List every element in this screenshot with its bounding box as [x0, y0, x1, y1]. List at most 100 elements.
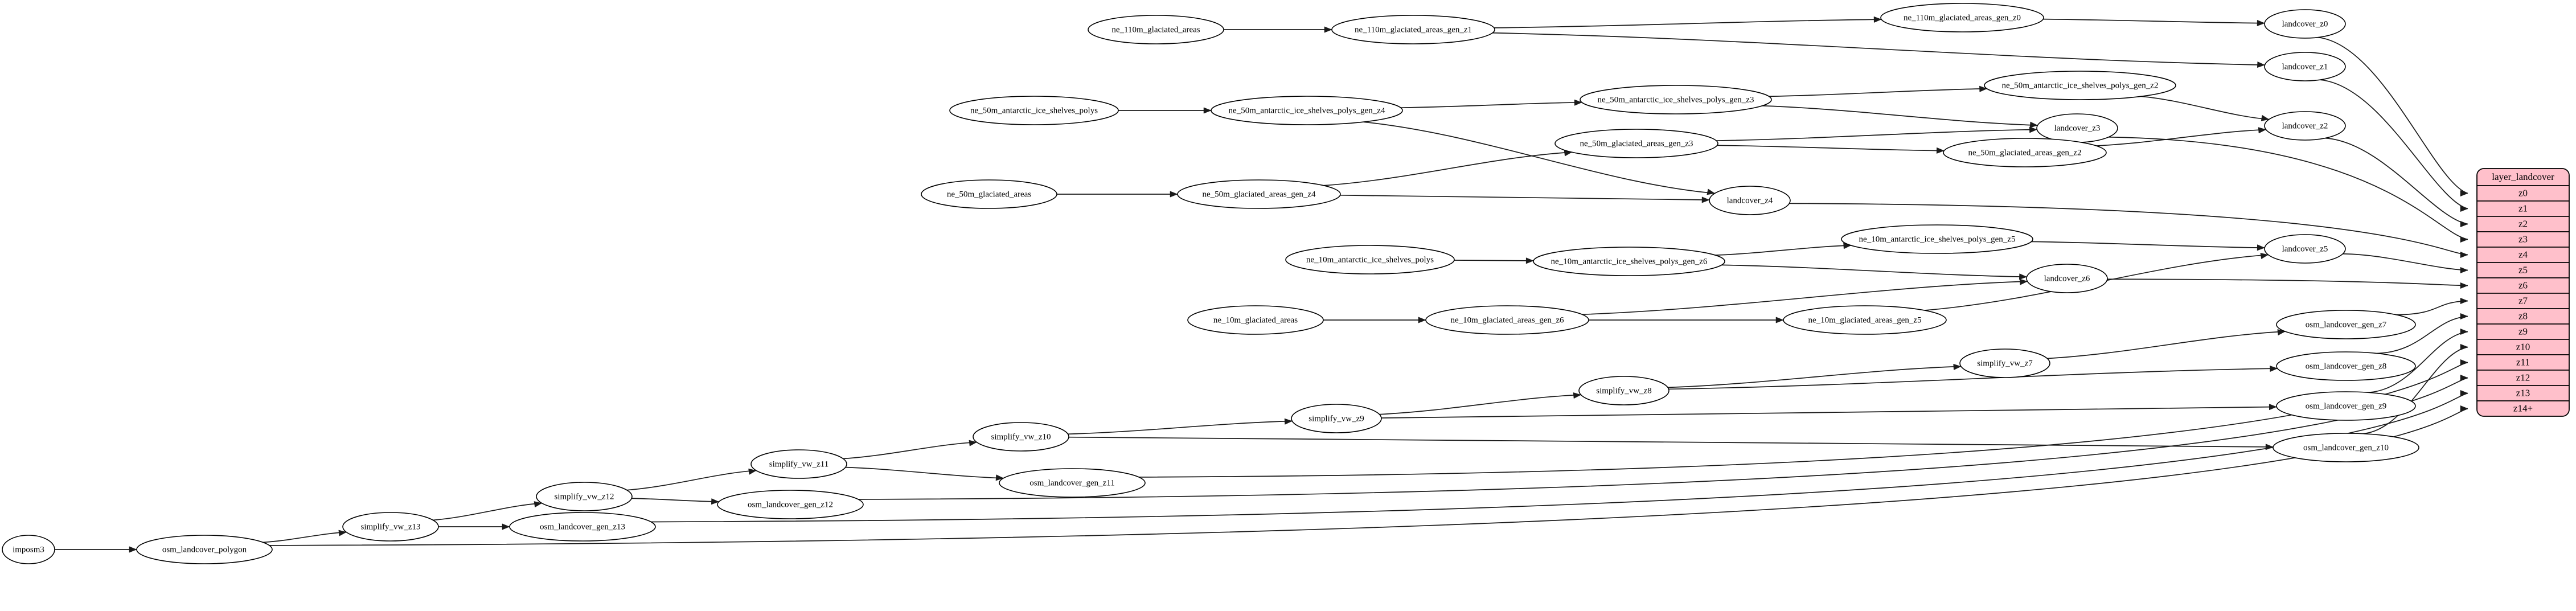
node-shape-landcover_z2 [2264, 111, 2346, 141]
edge-ne_10m_glaciated_areas_gen_z6-to-ne_10m_glaciated_areas_gen_z5 [1589, 317, 1784, 323]
node-ne_50m_antarctic_ice_shelves_polys_gen_z2[interactable]: ne_50m_antarctic_ice_shelves_polys_gen_z… [1984, 71, 2176, 100]
edge-arrowhead [1284, 418, 1293, 425]
node-label-ne_110m_glaciated_areas_gen_z1: ne_110m_glaciated_areas_gen_z1 [1355, 25, 1472, 34]
node-ne_110m_glaciated_areas[interactable]: ne_110m_glaciated_areas [1088, 15, 1224, 44]
node-simplify_vw_z9[interactable]: simplify_vw_z9 [1291, 404, 1382, 433]
edge-osm_landcover_gen_z8-to-layer_landcover-z8 [2377, 313, 2468, 354]
node-osm_landcover_gen_z10[interactable]: osm_landcover_gen_z10 [2273, 433, 2419, 462]
node-simplify_vw_z8[interactable]: simplify_vw_z8 [1578, 376, 1670, 405]
edge-ne_110m_glaciated_areas_gen_z0-to-landcover_z0 [2043, 18, 2265, 27]
edge-line [1340, 194, 1710, 200]
edge-line [1715, 245, 1851, 256]
node-shape-ne_110m_glaciated_areas [1088, 15, 1224, 44]
edge-ne_10m_antarctic_ice_shelves_polys_gen_z5-to-landcover_z5 [2031, 241, 2265, 251]
edge-ne_50m_glaciated_areas_gen_z4-to-ne_50m_glaciated_areas_gen_z3 [1323, 150, 1573, 186]
node-ne_10m_antarctic_ice_shelves_polys[interactable]: ne_10m_antarctic_ice_shelves_polys [1285, 245, 1455, 274]
layer-table-header-cell [2477, 169, 2569, 186]
node-osm_landcover_gen_z13[interactable]: osm_landcover_gen_z13 [509, 512, 656, 542]
node-ne_50m_glaciated_areas_gen_z2[interactable]: ne_50m_glaciated_areas_gen_z2 [1943, 138, 2107, 167]
node-simplify_vw_z7[interactable]: simplify_vw_z7 [1959, 348, 2050, 378]
layer-table-row-z12[interactable] [2477, 370, 2569, 386]
node-landcover_z2[interactable]: landcover_z2 [2264, 111, 2346, 141]
node-label-ne_10m_glaciated_areas_gen_z6: ne_10m_glaciated_areas_gen_z6 [1450, 315, 1564, 325]
node-label-ne_50m_glaciated_areas_gen_z3: ne_50m_glaciated_areas_gen_z3 [1580, 139, 1693, 148]
node-landcover_z6[interactable]: landcover_z6 [2026, 264, 2108, 293]
node-simplify_vw_z12[interactable]: simplify_vw_z12 [536, 482, 633, 511]
edge-arrowhead [2019, 278, 2028, 285]
node-shape-osm_landcover_gen_z9 [2276, 391, 2416, 421]
node-ne_10m_glaciated_areas_gen_z6[interactable]: ne_10m_glaciated_areas_gen_z6 [1425, 305, 1589, 335]
edge-line [2396, 300, 2468, 315]
node-label-ne_10m_antarctic_ice_shelves_polys_gen_z6: ne_10m_antarctic_ice_shelves_polys_gen_z… [1551, 257, 1708, 266]
edge-line [1494, 19, 1882, 28]
layer-table-row-z14plus[interactable] [2477, 400, 2569, 416]
edge-line [2320, 79, 2468, 210]
node-osm_landcover_gen_z8[interactable]: osm_landcover_gen_z8 [2276, 351, 2416, 381]
node-simplify_vw_z11[interactable]: simplify_vw_z11 [750, 449, 847, 479]
edge-line [2109, 136, 2468, 240]
edge-imposm3-to-osm_landcover_polygon [55, 546, 137, 553]
node-shape-osm_landcover_gen_z7 [2276, 310, 2416, 339]
node-shape-simplify_vw_z13 [342, 512, 439, 542]
layer-table-row-z8[interactable] [2477, 308, 2569, 325]
edge-landcover_z3-to-layer_landcover-z3 [2109, 136, 2468, 243]
node-ne_110m_glaciated_areas_gen_z0[interactable]: ne_110m_glaciated_areas_gen_z0 [1880, 3, 2044, 32]
edge-line [1454, 260, 1534, 261]
node-ne_110m_glaciated_areas_gen_z1[interactable]: ne_110m_glaciated_areas_gen_z1 [1331, 15, 1495, 44]
node-osm_landcover_gen_z11[interactable]: osm_landcover_gen_z11 [999, 468, 1146, 498]
edge-arrowhead [2257, 61, 2266, 68]
edge-line [1400, 101, 1582, 109]
edge-line [1323, 151, 1572, 186]
node-label-osm_landcover_gen_z11: osm_landcover_gen_z11 [1029, 478, 1114, 487]
node-ne_50m_antarctic_ice_shelves_polys_gen_z3[interactable]: ne_50m_antarctic_ice_shelves_polys_gen_z… [1580, 85, 1772, 114]
layer-table-row-z2[interactable] [2477, 216, 2569, 232]
node-shape-ne_110m_glaciated_areas_gen_z0 [1880, 3, 2044, 32]
edge-arrowhead [1418, 317, 1426, 323]
node-osm_landcover_gen_z7[interactable]: osm_landcover_gen_z7 [2276, 310, 2416, 339]
layer-table-row-z1[interactable] [2477, 200, 2569, 217]
layer-table-row-label-z8: z8 [2518, 310, 2528, 321]
node-landcover_z3[interactable]: landcover_z3 [2036, 113, 2118, 143]
node-landcover_z4[interactable]: landcover_z4 [1709, 186, 1791, 215]
node-ne_10m_glaciated_areas[interactable]: ne_10m_glaciated_areas [1187, 305, 1324, 335]
layer-table-row-z13[interactable] [2477, 385, 2569, 401]
node-imposm3[interactable]: imposm3 [2, 535, 55, 564]
node-landcover_z0[interactable]: landcover_z0 [2264, 9, 2346, 39]
node-label-osm_landcover_gen_z8: osm_landcover_gen_z8 [2306, 362, 2386, 371]
edge-arrowhead [2029, 126, 2038, 133]
node-shape-osm_landcover_gen_z11 [999, 468, 1146, 498]
node-osm_landcover_gen_z9[interactable]: osm_landcover_gen_z9 [2276, 391, 2416, 421]
node-ne_10m_antarctic_ice_shelves_polys_gen_z5[interactable]: ne_10m_antarctic_ice_shelves_polys_gen_z… [1841, 224, 2033, 254]
node-shape-landcover_z1 [2264, 52, 2346, 81]
node-simplify_vw_z10[interactable]: simplify_vw_z10 [973, 422, 1069, 452]
edge-arrowhead [2460, 374, 2468, 382]
node-shape-ne_50m_antarctic_ice_shelves_polys_gen_z3 [1580, 85, 1772, 114]
edge-arrowhead [2270, 365, 2278, 372]
node-osm_landcover_gen_z12[interactable]: osm_landcover_gen_z12 [717, 490, 864, 519]
node-ne_50m_glaciated_areas_gen_z4[interactable]: ne_50m_glaciated_areas_gen_z4 [1177, 179, 1341, 209]
node-label-ne_10m_glaciated_areas_gen_z5: ne_10m_glaciated_areas_gen_z5 [1808, 315, 1921, 325]
node-label-landcover_z4: landcover_z4 [1727, 196, 1773, 205]
edge-ne_10m_antarctic_ice_shelves_polys_gen_z6-to-ne_10m_antarctic_ice_shelves_polys_gen_z5 [1715, 243, 1852, 256]
node-ne_50m_antarctic_ice_shelves_polys[interactable]: ne_50m_antarctic_ice_shelves_polys [949, 96, 1119, 125]
node-ne_50m_glaciated_areas[interactable]: ne_50m_glaciated_areas [921, 179, 1057, 209]
node-ne_10m_glaciated_areas_gen_z5[interactable]: ne_10m_glaciated_areas_gen_z5 [1783, 305, 1947, 335]
edge-line [2043, 18, 2265, 24]
layer-table-outline [2476, 168, 2570, 417]
node-ne_10m_antarctic_ice_shelves_polys_gen_z6[interactable]: ne_10m_antarctic_ice_shelves_polys_gen_z… [1533, 247, 1725, 276]
edge-arrowhead [2265, 444, 2274, 450]
edge-arrowhead [534, 501, 543, 508]
node-simplify_vw_z13[interactable]: simplify_vw_z13 [342, 512, 439, 542]
edge-line [2047, 331, 2286, 359]
layer-table-row-z10[interactable] [2477, 339, 2569, 355]
layer-table-row-z9[interactable] [2477, 323, 2569, 340]
node-shape-ne_110m_glaciated_areas_gen_z1 [1331, 15, 1495, 44]
node-ne_50m_antarctic_ice_shelves_polys_gen_z4[interactable]: ne_50m_antarctic_ice_shelves_polys_gen_z… [1211, 96, 1403, 125]
node-landcover_z1[interactable]: landcover_z1 [2264, 52, 2346, 81]
edge-arrowhead [129, 546, 137, 553]
edge-arrowhead [1701, 196, 1710, 203]
node-ne_50m_glaciated_areas_gen_z3[interactable]: ne_50m_glaciated_areas_gen_z3 [1554, 129, 1718, 158]
node-shape-landcover_z0 [2264, 9, 2346, 39]
node-osm_landcover_polygon[interactable]: osm_landcover_polygon [136, 535, 273, 564]
node-landcover_z5[interactable]: landcover_z5 [2264, 234, 2346, 264]
